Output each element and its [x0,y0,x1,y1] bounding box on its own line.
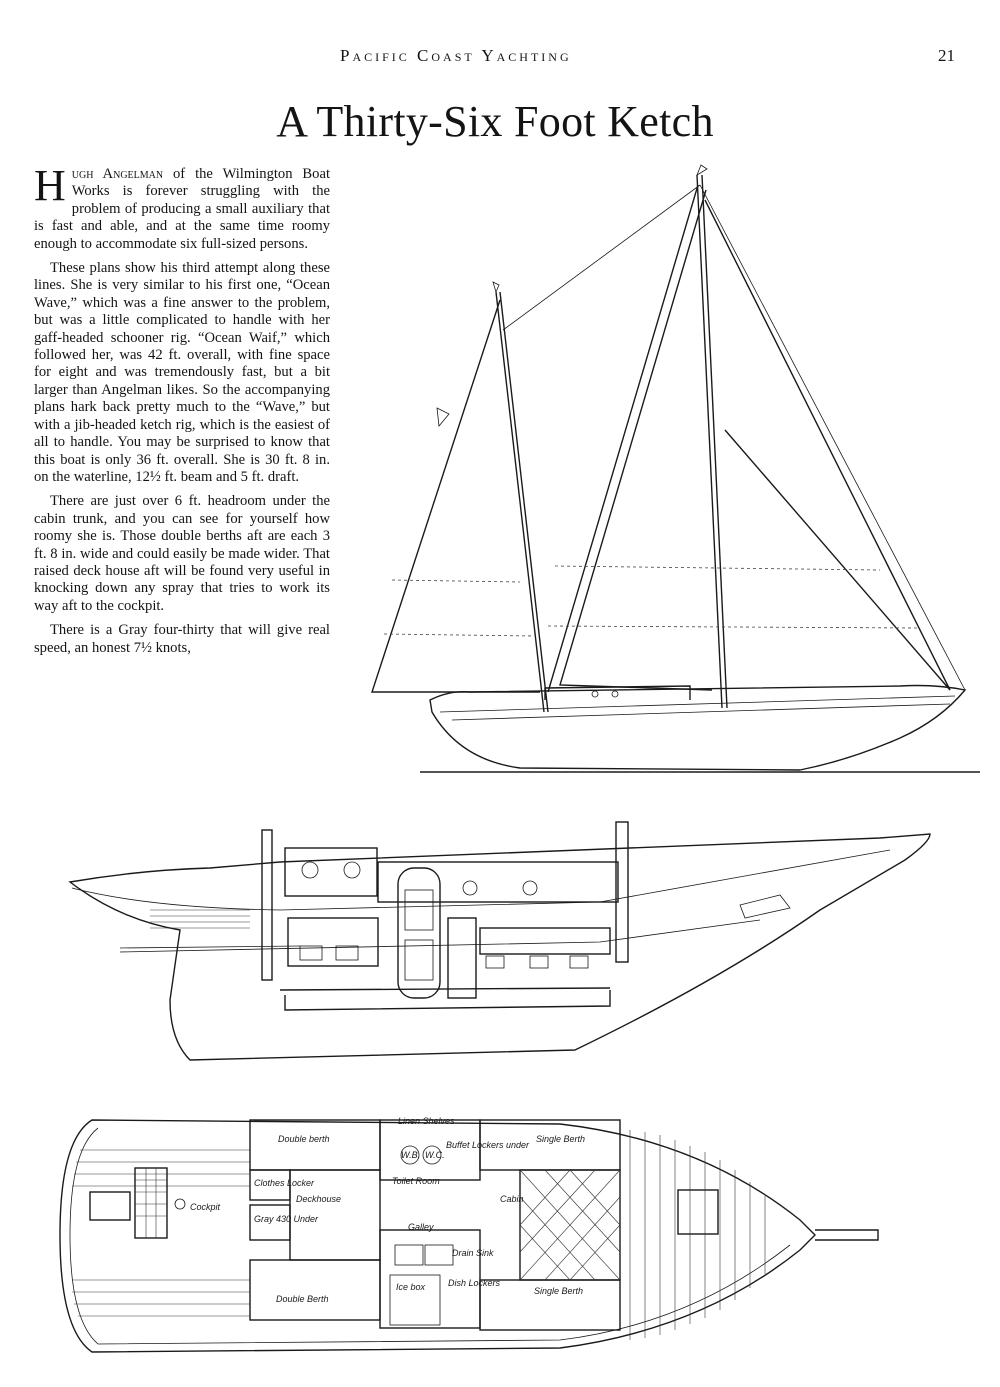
deck-plan-hull-outline [59,1119,816,1353]
paragraph-1-text: of the Wilmington Boat Works is forever … [34,166,330,252]
paragraph-4: There is a Gray four-thirty that will gi… [34,622,330,656]
label-deckhouse: Deckhouse [296,1194,341,1204]
mizzen-staysail-luff [547,184,699,693]
label-double-berth-lower: Double Berth [276,1294,329,1304]
mainmast [696,174,723,709]
label-gray-engine: Gray 430 Under [254,1214,319,1224]
drop-cap: H [34,161,66,210]
label-cabin: Cabin [500,1194,524,1204]
running-title: Pacific Coast Yachting [340,46,572,65]
deckhouse-profile [284,847,378,897]
settee-berth [479,927,611,955]
cabin-trunk-profile [377,861,619,903]
mizzen-mast-stub [261,829,273,981]
sail-plan-hull [429,684,967,771]
sail-plan-drawing [371,164,980,773]
mainmast-stub [615,821,629,963]
hawse-detail [739,894,791,919]
label-ice-box: Ice box [396,1282,426,1292]
accommodation-plan-drawing: Double berth Double Berth Linen Shelves … [59,1116,879,1353]
label-wc: W.C. [425,1150,445,1160]
label-single-berth-upper: Single Berth [536,1134,585,1144]
running-head: Pacific Coast Yachting 21 [0,46,1000,70]
label-galley: Galley [408,1222,434,1232]
label-toilet-room: Toilet Room [392,1176,440,1186]
label-single-berth-lower: Single Berth [534,1286,583,1296]
lead-in-smallcaps: ugh Angelman [71,166,164,182]
mizzen-sail [371,299,540,693]
mainsail [559,189,713,691]
label-linen-shelves: Linen Shelves [398,1116,455,1126]
companion-door [397,867,441,999]
label-buffet-lockers: Buffet Lockers under [446,1140,530,1150]
paragraph-2: These plans show his third attempt along… [34,260,330,485]
ensign-flag [436,407,450,427]
article-title: A Thirty-Six Foot Ketch [276,97,714,146]
inboard-profile-drawing [68,821,931,1061]
label-clothes-locker: Clothes Locker [254,1178,315,1188]
label-dish-lockers: Dish Lockers [448,1278,501,1288]
label-drain-sink: Drain Sink [452,1248,494,1258]
label-wash-basin: W.B. [401,1150,420,1160]
masthead-flag [696,164,708,176]
page-number: 21 [938,46,955,65]
label-cockpit: Cockpit [190,1202,221,1212]
inboard-hull-outline [68,833,931,1061]
jib [704,199,951,691]
label-double-berth-upper: Double berth [278,1134,330,1144]
paragraph-3: There are just over 6 ft. headroom under… [34,493,330,614]
mizzen-mast [495,291,545,713]
